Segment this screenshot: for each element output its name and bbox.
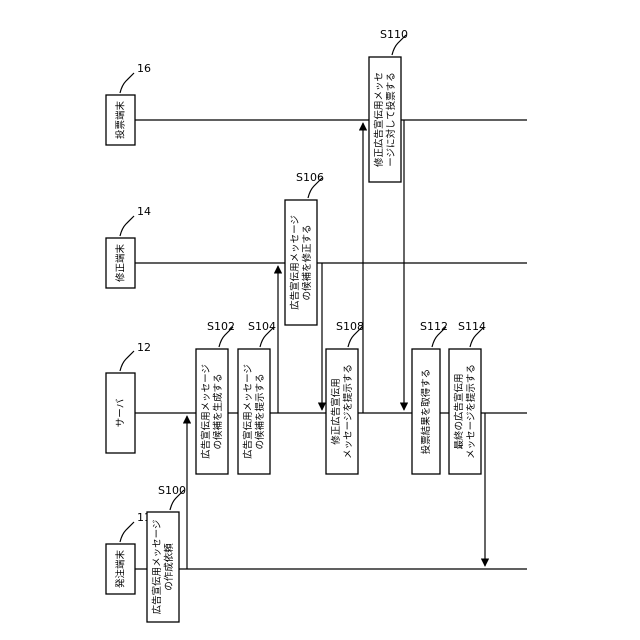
entity-editor-ref: 14 (120, 205, 151, 236)
step-s102-line2: の候補を生成する (212, 373, 224, 449)
entity-voter-ref: 16 (120, 62, 151, 93)
step-s108-line1: 修正広告宣伝用 (330, 378, 342, 445)
step-s108-id: S108 (336, 320, 364, 333)
svg-text:14: 14 (137, 205, 151, 218)
step-s114-line1: 最終の広告宣伝用 (453, 373, 465, 449)
step-s110: 修正広告宣伝用メッセ ージに対して投票する S110 (369, 28, 408, 182)
step-s112: 投票結果を取得する S112 (412, 320, 448, 474)
entity-voter: 投票端末 (106, 95, 135, 145)
step-s110-line2: ージに対して投票する (385, 72, 397, 167)
step-s106-id: S106 (296, 171, 324, 184)
step-s104-line2: の候補を提示する (254, 373, 266, 449)
entity-editor: 修正端末 (106, 238, 135, 288)
entity-orderer: 発注端末 (106, 544, 135, 594)
step-s100-line2: の作成依頼 (163, 543, 175, 591)
step-s114: 最終の広告宣伝用 メッセージを提示する S114 (449, 320, 486, 474)
step-s102: 広告宣伝用メッセージ の候補を生成する S102 (196, 320, 235, 474)
svg-text:16: 16 (137, 62, 151, 75)
step-s114-id: S114 (458, 320, 486, 333)
step-s104-id: S104 (248, 320, 276, 333)
step-s104: 広告宣伝用メッセージ の候補を提示する S104 (238, 320, 276, 474)
step-s112-id: S112 (420, 320, 448, 333)
entity-server-label: サーバ (116, 398, 127, 427)
step-s114-line2: メッセージを提示する (465, 364, 477, 459)
step-s110-line1: 修正広告宣伝用メッセ (373, 72, 385, 167)
entity-server: サーバ (106, 373, 135, 453)
step-s108: 修正広告宣伝用 メッセージを提示する S108 (326, 320, 364, 474)
step-s106-line1: 広告宣伝用メッセージ (289, 215, 301, 310)
entity-editor-label: 修正端末 (115, 244, 127, 283)
step-s102-line1: 広告宣伝用メッセージ (200, 364, 212, 459)
entity-server-ref: 12 (120, 341, 151, 371)
svg-text:12: 12 (137, 341, 151, 354)
step-s112-line1: 投票結果を取得する (420, 369, 432, 455)
step-s100-line1: 広告宣伝用メッセージ (151, 520, 163, 615)
step-s110-id: S110 (380, 28, 408, 41)
step-s106: 広告宣伝用メッセージ の候補を修正する S106 (285, 171, 324, 325)
step-s102-id: S102 (207, 320, 235, 333)
step-s108-line2: メッセージを提示する (342, 364, 354, 459)
step-s100: 広告宣伝用メッセージ の作成依頼 S100 (147, 484, 186, 622)
step-s100-id: S100 (158, 484, 186, 497)
entity-orderer-label: 発注端末 (115, 550, 127, 589)
step-s104-line1: 広告宣伝用メッセージ (242, 364, 254, 459)
step-s106-line2: の候補を修正する (301, 224, 313, 300)
entity-voter-label: 投票端末 (115, 101, 127, 140)
